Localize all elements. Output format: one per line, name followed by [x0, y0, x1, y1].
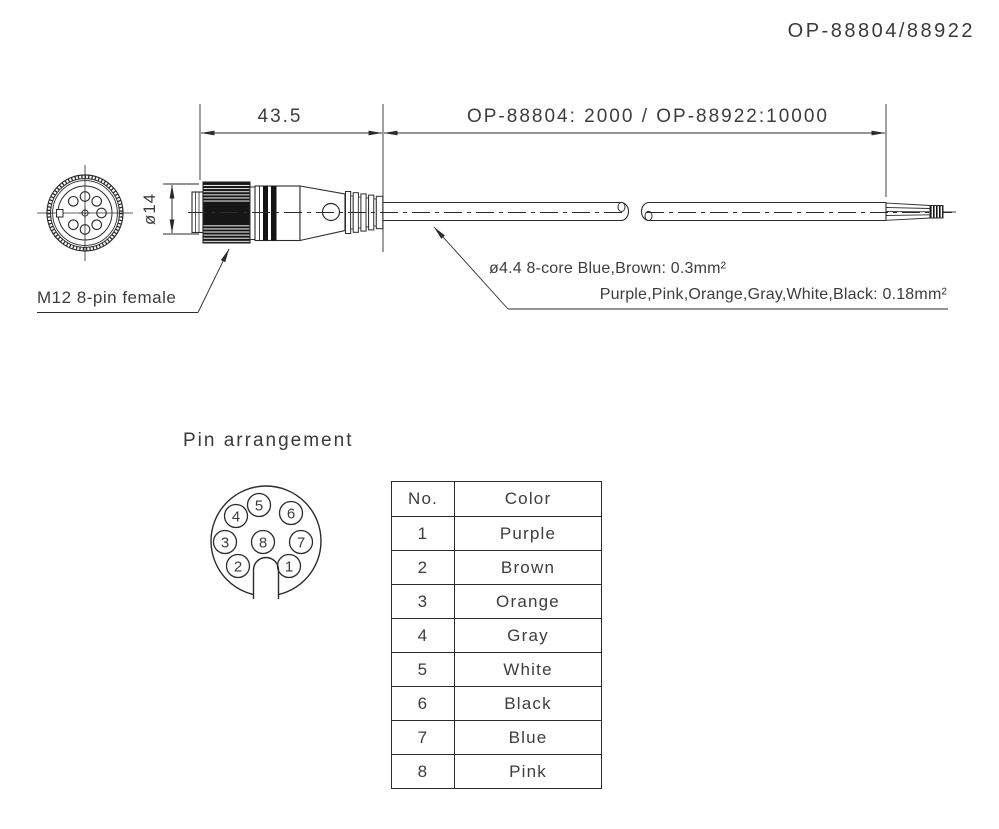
cable-leader-arrow: [433, 226, 509, 310]
coupling-nut: [202, 181, 251, 244]
pin-number: 8: [259, 534, 267, 551]
connector-label: M12 8-pin female: [37, 288, 177, 307]
pin-color-cell: Gray: [454, 618, 601, 652]
pin-number-cell: 7: [392, 720, 454, 754]
stripped-wires: [885, 202, 956, 221]
knurl-ring: [47, 175, 123, 251]
pin-number: 5: [255, 497, 263, 514]
wire-tip: [929, 205, 944, 219]
pin-number-cell: 2: [392, 550, 454, 584]
pin-color-cell: Blue: [454, 720, 601, 754]
diameter-dimension-text: ø14: [140, 193, 159, 225]
cable-spec-line2: Purple,Pink,Orange,Gray,White,Black: 0.1…: [599, 286, 947, 303]
pin-arrangement-heading: Pin arrangement: [183, 430, 354, 451]
pin-color-cell: Pink: [454, 754, 601, 788]
connector-leader-arrow: [197, 248, 230, 313]
pin-number-cell: 8: [392, 754, 454, 788]
table-header-color: Color: [454, 482, 601, 516]
pin-number-cell: 6: [392, 686, 454, 720]
pin-color-table: No. Color 1 Purple 2 Brown 3 Orange 4 Gr…: [391, 481, 602, 789]
pin-number-cell: 3: [392, 584, 454, 618]
pin-numbers: 5 6 4 3 8 7 2 1: [221, 497, 305, 575]
keyway-notch: [252, 556, 280, 599]
body-band: [271, 186, 277, 241]
pin-number: 4: [232, 508, 240, 525]
pin-color-cell: Brown: [454, 550, 601, 584]
pin-circles: [212, 492, 314, 579]
pin-number-cell: 5: [392, 652, 454, 686]
pin-number: 3: [221, 534, 229, 551]
body-band: [263, 186, 268, 241]
pin-color-cell: Purple: [454, 516, 601, 550]
page-title: OP-88804/88922: [787, 20, 975, 42]
cable-spec-line1: ø4.4 8-core Blue,Brown: 0.3mm²: [489, 260, 727, 277]
cable: [188, 201, 956, 222]
pin-number: 7: [297, 534, 305, 551]
leader-lines: [37, 226, 948, 313]
table-header-no: No.: [407, 489, 439, 508]
cable-length-text: OP-88804: 2000 / OP-88922:10000: [467, 106, 829, 127]
pin-color-cell: Black: [454, 686, 601, 720]
pin-number: 2: [234, 558, 242, 575]
dimension-diameter: ø14: [140, 183, 199, 235]
pin-color-cell: White: [454, 652, 601, 686]
connector-front-view: [37, 165, 133, 261]
pin-number: 1: [285, 558, 293, 575]
keyway-notch: [56, 209, 64, 218]
pin-arrangement-diagram: 5 6 4 3 8 7 2 1: [210, 485, 322, 599]
pin-number: 6: [287, 505, 295, 522]
pin-number-cell: 1: [392, 516, 454, 550]
pin-color-cell: Orange: [454, 584, 601, 618]
connector-length-text: 43.5: [258, 106, 303, 127]
pin-number-cell: 4: [392, 618, 454, 652]
taper-circle-mark: [321, 202, 341, 222]
